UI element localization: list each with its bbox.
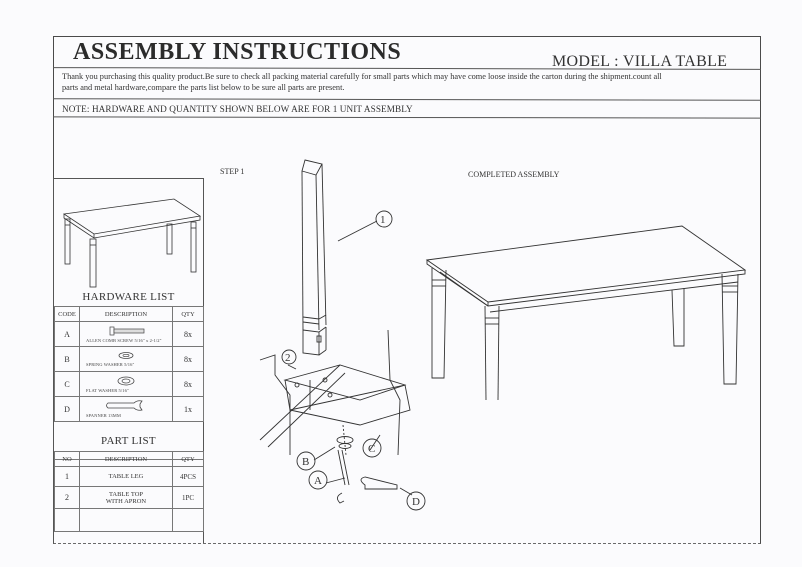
description-header: DESCRIPTION bbox=[79, 451, 173, 467]
part-qty: 1PC bbox=[172, 486, 204, 509]
part-description: TABLE LEG bbox=[79, 466, 173, 487]
hardware-description: SPRING WASHER 5/16" bbox=[79, 346, 173, 372]
completed-assembly-label: COMPLETED ASSEMBLY bbox=[468, 170, 560, 179]
hardware-code: C bbox=[54, 371, 80, 397]
hardware-note: NOTE: HARDWARE AND QUANTITY SHOWN BELOW … bbox=[62, 104, 413, 114]
hardware-code: B bbox=[54, 346, 80, 372]
hardware-description: FLAT WASHER 5/16" bbox=[79, 371, 173, 397]
hardware-code: A bbox=[54, 321, 80, 347]
step-1-label: STEP 1 bbox=[220, 167, 245, 176]
table-row: 2 TABLE TOP WITH APRON 1PC bbox=[54, 486, 204, 509]
intro-line-2: parts and metal hardware,compare the par… bbox=[62, 82, 345, 92]
table-row: C FLAT WASHER 5/16" 8x bbox=[54, 371, 204, 397]
hardware-description: SPANNER 13MM bbox=[79, 396, 173, 422]
table-row-empty bbox=[54, 508, 204, 532]
table-row: A ALLEN COMB SCREW 5/16" x 2-1/2" 8x bbox=[54, 321, 204, 347]
part-header-row: NO DESCRIPTION QTY bbox=[54, 451, 204, 467]
intro-line-1: Thank you purchasing this quality produc… bbox=[62, 72, 662, 81]
model-name: MODEL : VILLA TABLE bbox=[552, 53, 728, 70]
table-row: D SPANNER 13MM 1x bbox=[54, 396, 204, 422]
hardware-qty: 8x bbox=[172, 371, 204, 397]
callout-d: D bbox=[412, 496, 420, 508]
part-no: 2 bbox=[54, 486, 80, 509]
table-row: B SPRING WASHER 5/16" 8x bbox=[54, 346, 204, 372]
hardware-qty: 1x bbox=[172, 396, 204, 422]
part-no: 1 bbox=[54, 466, 80, 487]
part-description: TABLE TOP WITH APRON bbox=[79, 486, 173, 509]
completed-table-icon bbox=[425, 225, 747, 401]
part-list-table: NO DESCRIPTION QTY 1 TABLE LEG 4PCS 2 TA… bbox=[54, 451, 204, 532]
intro-text: Thank you purchasing this quality produc… bbox=[62, 72, 752, 93]
bolt-icon bbox=[109, 326, 145, 335]
hardware-qty: 8x bbox=[172, 346, 204, 372]
parts-sidebar: HARDWARE LIST CODE DESCRIPTION QTY A ALL… bbox=[53, 178, 204, 543]
table-thumbnail-icon bbox=[62, 198, 202, 288]
hardware-list-title: HARDWARE LIST bbox=[82, 291, 175, 303]
table-row: 1 TABLE LEG 4PCS bbox=[54, 466, 204, 487]
step-1-exploded-diagram-icon: 1 2 A B C D bbox=[259, 159, 426, 511]
callout-b: B bbox=[302, 456, 309, 468]
hardware-code: D bbox=[54, 396, 80, 422]
page-title: ASSEMBLY INSTRUCTIONS bbox=[73, 39, 402, 65]
hardware-description: ALLEN COMB SCREW 5/16" x 2-1/2" bbox=[79, 321, 173, 347]
no-header: NO bbox=[54, 451, 80, 467]
flat-washer-icon bbox=[117, 376, 135, 385]
hardware-qty: 8x bbox=[172, 321, 204, 347]
spring-washer-icon bbox=[118, 352, 134, 359]
part-qty: 4PCS bbox=[172, 466, 204, 487]
qty-header: QTY bbox=[172, 451, 204, 467]
spanner-icon bbox=[106, 400, 143, 411]
callout-c: C bbox=[368, 443, 375, 455]
hardware-header-row: CODE DESCRIPTION QTY bbox=[54, 306, 204, 322]
description-header: DESCRIPTION bbox=[79, 306, 173, 322]
callout-1: 1 bbox=[380, 214, 386, 226]
part-list-title: PART LIST bbox=[101, 435, 156, 447]
qty-header: QTY bbox=[172, 306, 204, 322]
code-header: CODE bbox=[54, 306, 80, 322]
callout-2: 2 bbox=[285, 352, 291, 364]
callout-a: A bbox=[314, 475, 322, 487]
